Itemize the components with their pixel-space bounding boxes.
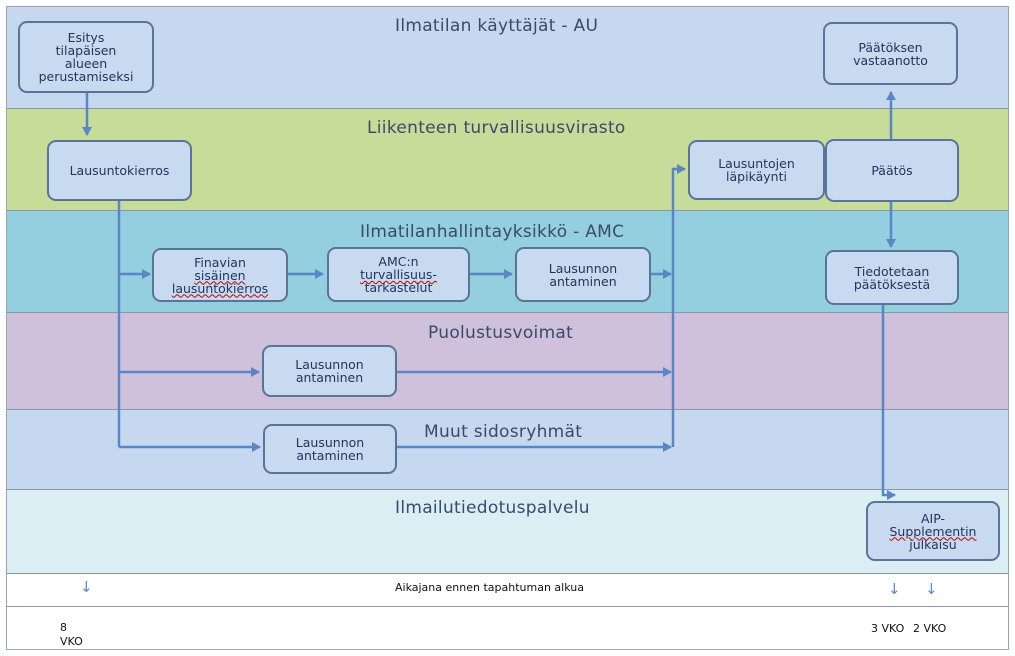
lane-other-stakeholders: Muut sidosryhmät [7, 409, 1008, 489]
week-marker-3: 3 VKO [871, 622, 905, 635]
box-text-line: vastaanotto [853, 52, 928, 68]
box-text-line: AIP- [920, 510, 945, 526]
box-statements-review[interactable]: Lausuntojen läpikäynti [688, 140, 825, 200]
box-text-line: lausuntokierros [171, 280, 269, 296]
box-defence-statement[interactable]: Lausunnon antaminen [262, 345, 397, 397]
box-text-line: Lausunnon [548, 260, 618, 276]
lane-title-airspace-users: Ilmatilan käyttäjät - AU [395, 16, 599, 36]
week-markers-row [7, 606, 1008, 649]
lane-title-amc: Ilmatilanhallintayksikkö - AMC [360, 222, 625, 242]
timeline-label: Aikajana ennen tapahtuman alkua [395, 581, 584, 594]
box-text-line: sisäinen [194, 267, 246, 283]
box-text-line: alueen [64, 56, 108, 71]
box-text-line: Esitys [67, 30, 105, 45]
box-text-line: antaminen [549, 273, 617, 289]
box-text-line: turvallisuus- [360, 267, 437, 282]
box-text-line: tarkastelut [364, 280, 433, 295]
box-text-line: läpikäynti [726, 169, 787, 184]
lane-title-defence-forces: Puolustusvoimat [428, 323, 574, 343]
box-text-line: Lausunnon [295, 435, 365, 450]
down-arrow-icon: ↓ [888, 580, 901, 598]
box-decision-reception[interactable]: Päätöksen vastaanotto [823, 22, 958, 85]
lane-title-transport-safety-agency: Liikenteen turvallisuusvirasto [367, 118, 626, 138]
box-text-line: Lausunnon [295, 357, 364, 372]
box-consultation-round[interactable]: Lausuntokierros [47, 140, 192, 201]
box-text-line: Finavian [194, 254, 246, 270]
box-text-line: perustamiseksi [38, 69, 134, 84]
week-marker-8: 8 [60, 621, 67, 634]
week-marker-8-unit: VKO [60, 635, 83, 648]
box-text-line: Päätöksen [858, 39, 923, 55]
arrow-collector-to-lapikaynti [671, 164, 686, 447]
box-proposal-temporary-area[interactable]: Esitys tilapäisen alueen perustamiseksi [18, 21, 154, 93]
box-text-line: Lausuntojen [718, 156, 795, 171]
flow-arrows [82, 91, 896, 500]
box-text-line: päätöksestä [853, 276, 931, 292]
lane-aeronautical-info-service: Ilmailutiedotuspalvelu [7, 489, 1008, 573]
box-text-line: Tiedotetaan [854, 263, 930, 279]
lane-title-other-stakeholders: Muut sidosryhmät [424, 422, 583, 442]
box-amc-statement[interactable]: Lausunnon antaminen [515, 247, 651, 302]
box-text-line: antaminen [296, 448, 364, 463]
box-inform-decision[interactable]: Tiedotetaan päätöksestä [825, 250, 959, 305]
arrow-tiedotetaan-to-aip [881, 299, 896, 500]
box-text-line: Supplementin [889, 523, 977, 539]
box-text-line: tilapäisen [55, 43, 117, 58]
timeline-row [7, 573, 1008, 606]
box-other-stakeholders-statement[interactable]: Lausunnon antaminen [263, 424, 397, 474]
box-finavia-internal-consultation[interactable]: Finavian sisäinen lausuntokierros [152, 248, 288, 302]
box-amc-safety-reviews[interactable]: AMC:n turvallisuus- tarkastelut [327, 247, 470, 302]
box-text-line: julkaisu [909, 536, 957, 552]
lane-title-aeronautical-info-service: Ilmailutiedotuspalvelu [395, 498, 590, 518]
down-arrow-icon: ↓ [925, 580, 938, 598]
lane-defence-forces: Puolustusvoimat [7, 312, 1008, 409]
process-diagram: Ilmatilan käyttäjät - AU Liikenteen turv… [6, 6, 1009, 650]
down-arrow-icon: ↓ [80, 578, 93, 596]
box-aip-supplement-publication[interactable]: AIP- Supplementin julkaisu [866, 501, 1000, 561]
week-marker-2: 2 VKO [913, 622, 947, 635]
box-text-line: AMC:n [378, 254, 419, 269]
box-text-line: Päätös [871, 163, 913, 178]
box-text-line: Lausuntokierros [69, 163, 170, 178]
box-decision[interactable]: Päätös [825, 139, 959, 202]
box-text-line: antaminen [295, 370, 364, 385]
